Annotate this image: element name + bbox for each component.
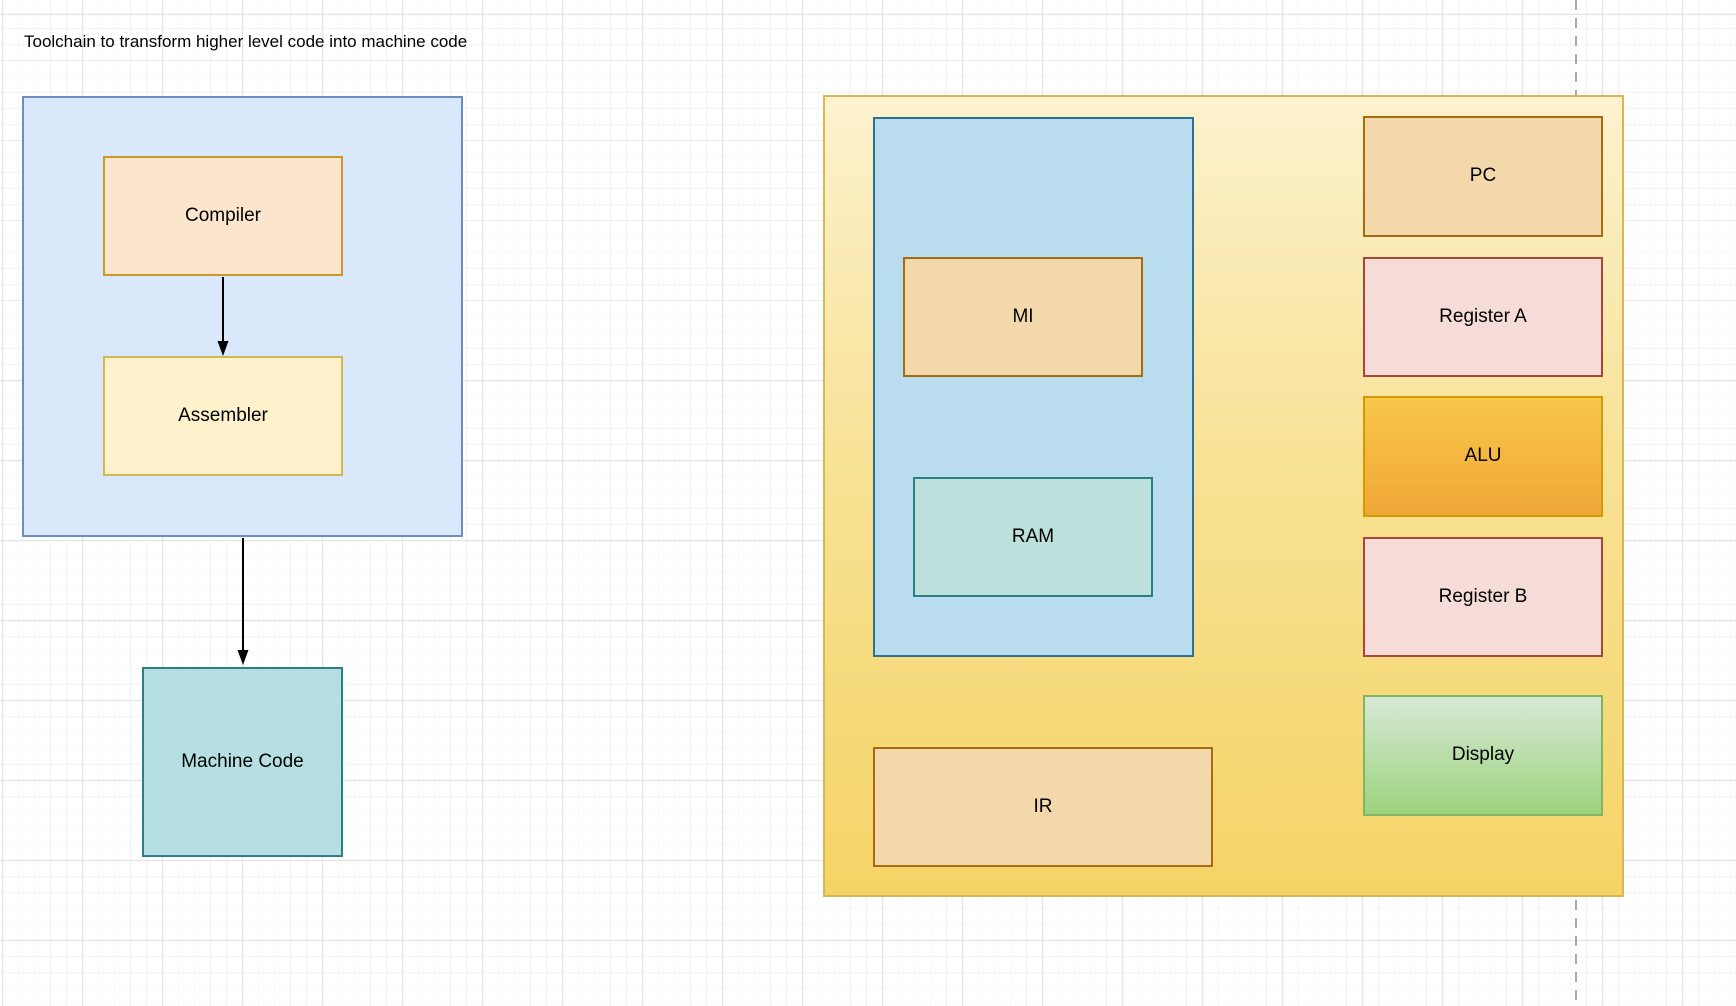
arrow-compiler-to-assembler[interactable]: [215, 277, 231, 358]
display-label: Display: [1451, 744, 1515, 766]
display-node[interactable]: Display: [1363, 695, 1603, 816]
machine-code-label: Machine Code: [181, 750, 304, 772]
register-b-node[interactable]: Register B: [1363, 537, 1603, 657]
alu-node[interactable]: ALU: [1363, 396, 1603, 517]
assembler-label: Assembler: [178, 404, 268, 426]
ram-label: RAM: [1011, 525, 1055, 547]
assembler-node[interactable]: Assembler: [103, 356, 343, 476]
register-b-label: Register B: [1438, 585, 1528, 607]
register-a-node[interactable]: Register A: [1363, 257, 1603, 377]
compiler-node[interactable]: Compiler: [103, 156, 343, 276]
pc-label: PC: [1469, 165, 1497, 187]
arrow-assembler-to-machine-code[interactable]: [235, 538, 251, 667]
mi-label: MI: [1012, 305, 1034, 327]
alu-label: ALU: [1464, 445, 1502, 467]
machine-code-node[interactable]: Machine Code: [142, 667, 343, 857]
pc-node[interactable]: PC: [1363, 116, 1603, 237]
ir-label: IR: [1033, 795, 1053, 817]
compiler-label: Compiler: [184, 204, 262, 226]
register-a-label: Register A: [1439, 305, 1527, 327]
ram-node[interactable]: RAM: [913, 477, 1153, 597]
ir-node[interactable]: IR: [873, 747, 1213, 867]
mi-node[interactable]: MI: [903, 257, 1143, 377]
diagram-title[interactable]: Toolchain to transform higher level code…: [24, 32, 468, 51]
